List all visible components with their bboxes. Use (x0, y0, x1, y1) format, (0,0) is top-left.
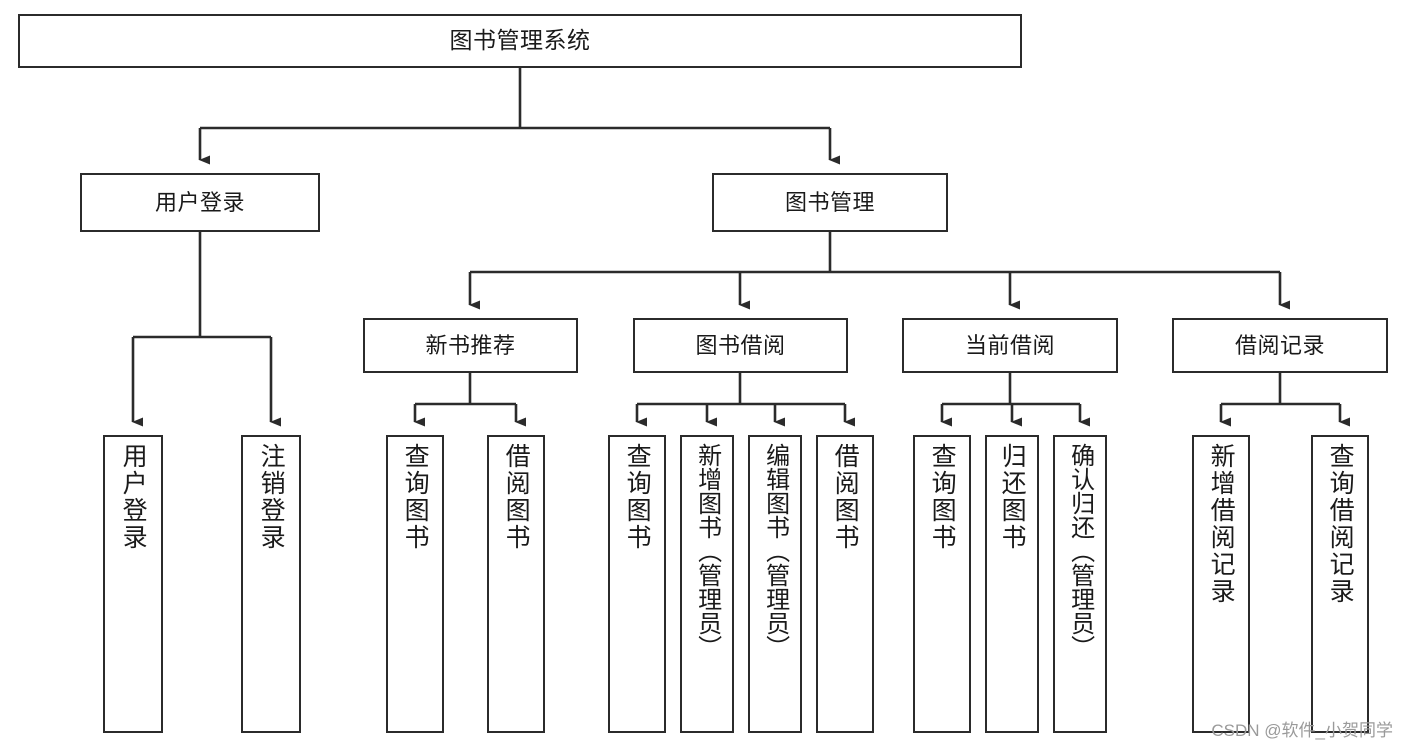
node-label: 借阅图书 (502, 443, 531, 551)
node-label: 查询图书 (623, 443, 652, 551)
node-leaf-confirm-return[interactable]: 确认归还（管理员） (1053, 435, 1107, 733)
node-label: 新增图书（管理员） (693, 443, 721, 659)
node-leaf-query-book-rec[interactable]: 查询图书 (386, 435, 444, 733)
node-leaf-user-login[interactable]: 用户登录 (103, 435, 163, 733)
watermark-text: CSDN @软件_小贺同学 (1211, 721, 1393, 740)
node-leaf-add-book[interactable]: 新增图书（管理员） (680, 435, 734, 733)
node-label: 注销登录 (257, 443, 286, 551)
node-leaf-edit-book[interactable]: 编辑图书（管理员） (748, 435, 802, 733)
node-label: 用户登录 (154, 189, 245, 215)
node-leaf-logout[interactable]: 注销登录 (241, 435, 301, 733)
node-leaf-query-book-current[interactable]: 查询图书 (913, 435, 971, 733)
node-new-book-rec[interactable]: 新书推荐 (363, 318, 578, 373)
node-root-system[interactable]: 图书管理系统 (18, 14, 1022, 68)
node-label: 查询图书 (401, 443, 430, 551)
node-label: 图书管理 (784, 189, 875, 215)
node-label: 图书管理系统 (449, 27, 591, 54)
node-label: 借阅图书 (831, 443, 860, 551)
node-leaf-query-book-borrow[interactable]: 查询图书 (608, 435, 666, 733)
node-book-borrow[interactable]: 图书借阅 (633, 318, 848, 373)
node-borrow-record[interactable]: 借阅记录 (1172, 318, 1388, 373)
node-label: 新书推荐 (425, 332, 516, 358)
node-label: 图书借阅 (695, 332, 786, 358)
node-label: 当前借阅 (964, 332, 1055, 358)
node-label: 查询借阅记录 (1326, 443, 1355, 605)
node-user-login[interactable]: 用户登录 (80, 173, 320, 232)
node-label: 查询图书 (928, 443, 957, 551)
node-book-manage[interactable]: 图书管理 (712, 173, 948, 232)
node-current-borrow[interactable]: 当前借阅 (902, 318, 1118, 373)
node-label: 确认归还（管理员） (1066, 443, 1094, 659)
node-leaf-return-book[interactable]: 归还图书 (985, 435, 1039, 733)
node-label: 归还图书 (998, 443, 1027, 551)
node-leaf-add-record[interactable]: 新增借阅记录 (1192, 435, 1250, 733)
node-label: 借阅记录 (1234, 332, 1325, 358)
node-label: 编辑图书（管理员） (761, 443, 789, 659)
node-leaf-query-record[interactable]: 查询借阅记录 (1311, 435, 1369, 733)
node-label: 用户登录 (119, 443, 148, 551)
node-leaf-borrow-book-rec[interactable]: 借阅图书 (487, 435, 545, 733)
node-label: 新增借阅记录 (1207, 443, 1236, 605)
node-leaf-borrow-book[interactable]: 借阅图书 (816, 435, 874, 733)
